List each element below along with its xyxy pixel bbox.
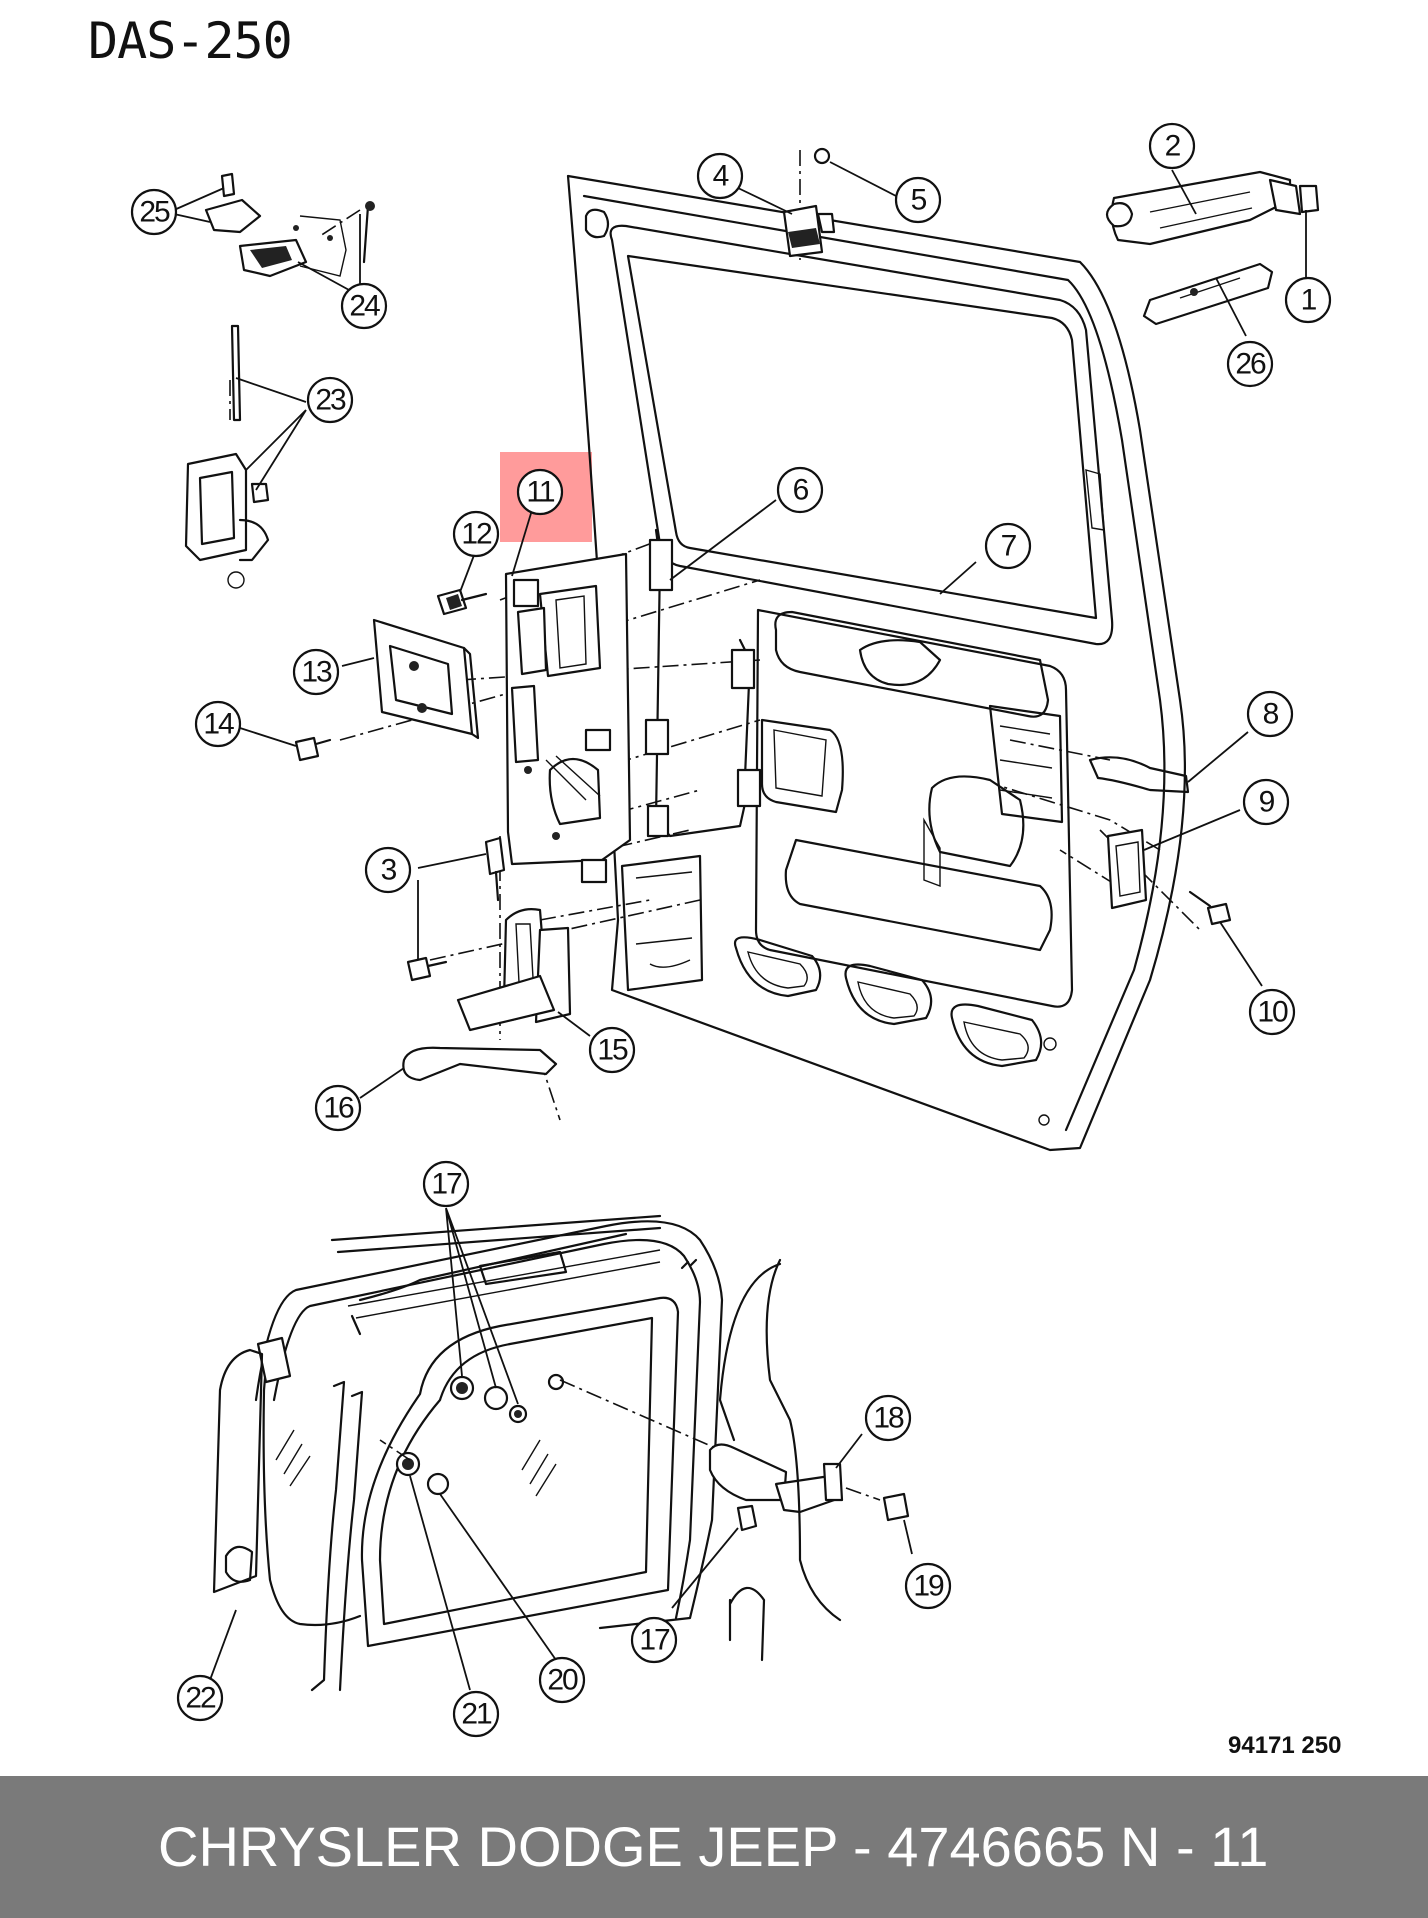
callout-25: 25 bbox=[130, 188, 178, 236]
control-link-16 bbox=[402, 1046, 558, 1082]
callout-9: 9 bbox=[1242, 778, 1290, 826]
callout-4: 4 bbox=[696, 152, 744, 200]
callout-10: 10 bbox=[1248, 988, 1296, 1036]
screw-14 bbox=[294, 736, 332, 762]
svg-text:16: 16 bbox=[323, 1092, 354, 1125]
svg-text:4: 4 bbox=[713, 160, 729, 193]
callout-23: 23 bbox=[306, 376, 354, 424]
svg-text:17: 17 bbox=[431, 1168, 462, 1201]
callout-24: 24 bbox=[340, 282, 388, 330]
svg-text:5: 5 bbox=[911, 184, 927, 217]
svg-text:17: 17 bbox=[639, 1624, 670, 1657]
outside-handle-15 bbox=[406, 836, 572, 1032]
callout-12: 12 bbox=[452, 510, 500, 558]
svg-text:25: 25 bbox=[139, 196, 170, 229]
sliding-door-panel bbox=[566, 174, 1186, 1152]
callout-17-top: 17 bbox=[422, 1160, 470, 1208]
callouts: 1 2 4 5 25 24 26 23 11 6 12 7 13 14 8 9 … bbox=[130, 122, 1332, 1738]
callout-3: 3 bbox=[364, 846, 412, 894]
svg-text:11: 11 bbox=[526, 476, 554, 509]
callout-20: 20 bbox=[538, 1656, 586, 1704]
svg-text:24: 24 bbox=[349, 290, 380, 323]
callout-22: 22 bbox=[176, 1674, 224, 1722]
svg-text:8: 8 bbox=[1263, 698, 1279, 731]
callout-11: 11 bbox=[516, 468, 564, 516]
svg-text:9: 9 bbox=[1259, 786, 1275, 819]
svg-text:15: 15 bbox=[597, 1034, 628, 1067]
svg-text:10: 10 bbox=[1257, 996, 1288, 1029]
diagram-title: DAS-250 bbox=[88, 12, 293, 70]
footer-page-ref: N - 11 bbox=[1120, 1815, 1269, 1878]
figure-code: 94171 250 bbox=[1228, 1732, 1342, 1759]
svg-text:6: 6 bbox=[793, 474, 809, 507]
inside-handle-bezel-13 bbox=[372, 618, 480, 740]
footer-brand-part-number: CHRYSLER DODGE JEEP - 4746665 bbox=[158, 1815, 1106, 1878]
svg-text:7: 7 bbox=[1001, 530, 1017, 563]
exploded-parts-diagram: 1 2 4 5 25 24 26 23 11 6 12 7 13 14 8 9 … bbox=[130, 122, 1332, 1738]
callout-21: 21 bbox=[452, 1690, 500, 1738]
callout-1: 1 bbox=[1284, 276, 1332, 324]
callout-26: 26 bbox=[1226, 340, 1274, 388]
callout-2: 2 bbox=[1148, 122, 1196, 170]
svg-text:1: 1 bbox=[1301, 284, 1317, 317]
vent-window-assembly bbox=[212, 1214, 910, 1692]
callout-5: 5 bbox=[894, 176, 942, 224]
svg-text:2: 2 bbox=[1165, 130, 1181, 163]
callout-13: 13 bbox=[292, 648, 340, 696]
svg-text:13: 13 bbox=[301, 656, 332, 689]
svg-text:20: 20 bbox=[547, 1664, 578, 1697]
callout-15: 15 bbox=[588, 1026, 636, 1074]
svg-text:14: 14 bbox=[203, 708, 234, 741]
latch-mechanism bbox=[504, 528, 762, 884]
callout-16: 16 bbox=[314, 1084, 362, 1132]
callout-14: 14 bbox=[194, 700, 242, 748]
latch-parts-8-9-10 bbox=[1088, 756, 1232, 926]
callout-17-bottom: 17 bbox=[630, 1616, 678, 1664]
svg-text:23: 23 bbox=[315, 384, 346, 417]
callout-6: 6 bbox=[776, 466, 824, 514]
roller-arm-1-2-26 bbox=[1105, 170, 1320, 326]
callout-19: 19 bbox=[904, 1562, 952, 1610]
svg-text:3: 3 bbox=[381, 854, 397, 887]
bolt-12 bbox=[436, 588, 488, 616]
svg-text:18: 18 bbox=[873, 1402, 904, 1435]
hinge-parts-24-25 bbox=[204, 172, 375, 278]
callout-7: 7 bbox=[984, 522, 1032, 570]
callout-8: 8 bbox=[1246, 690, 1294, 738]
callout-18: 18 bbox=[864, 1394, 912, 1442]
svg-text:21: 21 bbox=[461, 1698, 492, 1731]
svg-text:22: 22 bbox=[185, 1682, 216, 1715]
svg-text:19: 19 bbox=[913, 1570, 944, 1603]
svg-text:12: 12 bbox=[461, 518, 492, 551]
svg-text:26: 26 bbox=[1235, 348, 1266, 381]
lock-rod-23 bbox=[184, 324, 270, 589]
hinge-parts-4-5 bbox=[782, 147, 836, 258]
footer-bar: CHRYSLER DODGE JEEP - 4746665 N - 11 bbox=[0, 1776, 1428, 1918]
